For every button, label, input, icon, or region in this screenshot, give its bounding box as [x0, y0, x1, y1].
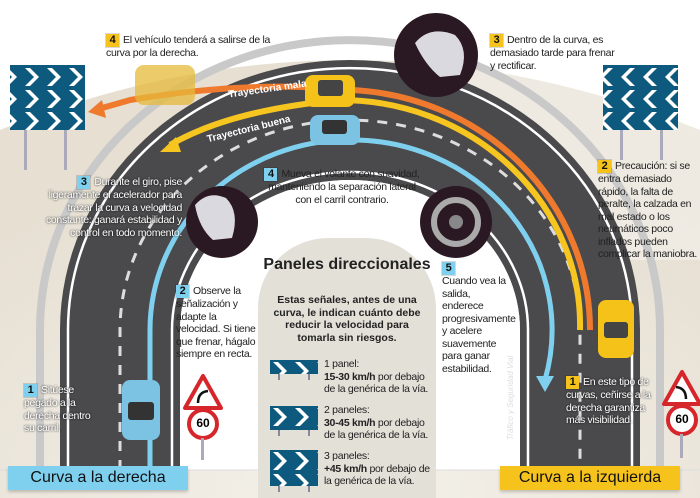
asphalt-road [60, 60, 640, 470]
chevron-panel-icon [603, 65, 678, 130]
right-curve-title: Curva a la derecha [8, 466, 188, 490]
entry-label: 3 paneles: [324, 450, 370, 462]
entry-speed: 30-45 km/h [324, 416, 376, 429]
step-number-badge: 3 [490, 34, 503, 47]
guardrail [36, 36, 664, 470]
step-number-badge: 2 [598, 160, 611, 173]
step-text: Observe la señalización y adapte la velo… [176, 285, 256, 360]
entry-label: 1 panel: [324, 358, 359, 370]
chevron-panel-icon [270, 450, 318, 492]
car-icon [305, 75, 355, 107]
panels-info-box: Paneles direccionales Estas señales, ant… [258, 238, 436, 498]
speed-limit-value: 60 [675, 412, 689, 426]
car-icon [135, 65, 195, 105]
car-icon [122, 380, 160, 440]
step-text: Sitúese pegado a la derecha dentro su ca… [24, 384, 91, 434]
pedal-foot-icon [394, 13, 478, 97]
step-number-badge: 4 [106, 34, 119, 47]
entry-speed: +45 km/h [324, 462, 367, 475]
entry-speed: 15-30 km/h [324, 370, 376, 383]
panel-title: Paneles direccionales [263, 256, 431, 273]
panel-entry-1: 1 panel: 15-30 km/h por debajo de la gen… [324, 358, 432, 396]
step-text: En este tipo de curvas, ceñirse a la der… [566, 376, 651, 426]
car-icon [310, 115, 360, 145]
step-number-badge: 3 [77, 176, 91, 189]
step-number-badge: 5 [442, 262, 455, 275]
speed-limit-value: 60 [196, 416, 210, 430]
steering-wheel-icon [420, 186, 492, 258]
step-number-badge: 1 [566, 376, 579, 389]
step-text: Mueva el volante con suavidad, mantenien… [268, 168, 420, 206]
car-icon [598, 300, 634, 358]
chevron-panel-icon [270, 406, 318, 436]
entry-rest: por debajo de la genérica de la vía. [324, 370, 428, 396]
step-text: Precaución: si se entra demasiado rápido… [598, 160, 698, 260]
panel-entry-2: 2 paneles: 30-45 km/h por debajo de la g… [324, 404, 432, 442]
step-number-badge: 4 [264, 168, 278, 181]
step-number-badge: 2 [176, 285, 189, 298]
bad-trajectory-arrow [94, 83, 594, 331]
left-curve-title: Curva a la izquierda [500, 466, 680, 490]
credit-text: Tráfico y Seguridad Vial [506, 355, 515, 440]
step-text: Cuando vea la salida, enderece progresiv… [442, 275, 516, 375]
step-text: El vehículo tenderá a salirse de la curv… [106, 34, 271, 59]
step-text: Dentro de la curva, es demasiado tarde p… [490, 34, 615, 72]
panel-entry-3: 3 paneles: +45 km/h por debajo de la gen… [324, 450, 432, 488]
pedal-foot-icon [186, 186, 258, 258]
panel-description: Estas señales, antes de una curva, le in… [273, 294, 421, 344]
right-curve-path-arrow [147, 137, 555, 470]
entry-label: 2 paneles: [324, 404, 370, 416]
entry-rest: por debajo de la genérica de la vía. [324, 462, 430, 488]
chevron-panel-icon [10, 65, 85, 130]
good-trajectory-arrow [168, 96, 584, 331]
step-text: Durante el giro, pise ligeramente el ace… [45, 176, 182, 239]
step-number-badge: 1 [24, 384, 37, 397]
chevron-panel-icon [270, 360, 318, 380]
entry-rest: por debajo de la genérica de la vía. [324, 416, 428, 442]
